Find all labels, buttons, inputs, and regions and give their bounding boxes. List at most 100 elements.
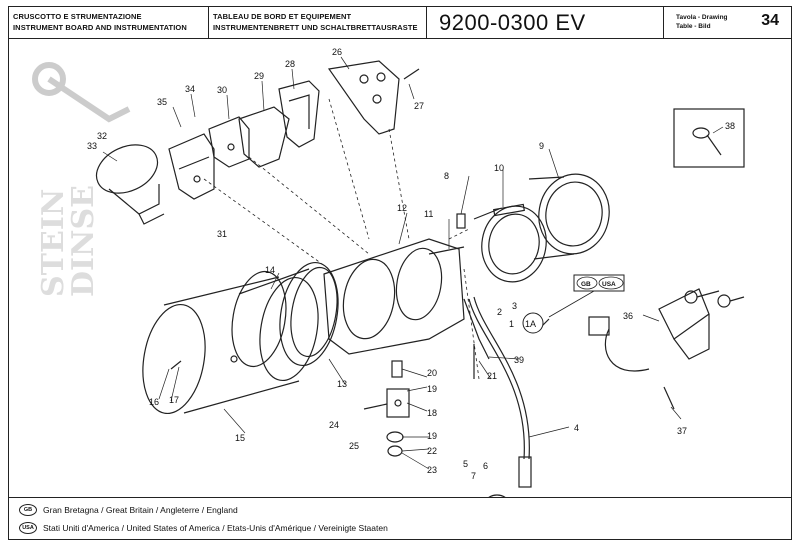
callout-3: 3	[512, 301, 517, 311]
inset-box-38	[673, 108, 745, 168]
callout-14: 14	[265, 265, 275, 275]
title-english: INSTRUMENT BOARD AND INSTRUMENTATION	[13, 23, 187, 32]
callout-1a-badge: 1A	[522, 312, 544, 334]
callout-21: 21	[487, 371, 497, 381]
drawing-number-cell: Tavola - Drawing Table - Bild 34	[664, 7, 793, 38]
callout-19-lower: 19	[427, 431, 437, 441]
part-12-dash-panel	[323, 238, 465, 355]
part-38-key	[692, 127, 722, 156]
callout-23: 23	[427, 465, 437, 475]
part-24-screw	[363, 403, 388, 410]
callout-25: 25	[349, 441, 359, 451]
part-3-gauge	[473, 205, 547, 283]
callout-38: 38	[725, 121, 735, 131]
legend-gb-text: Gran Bretagna / Great Britain / Angleter…	[43, 505, 238, 515]
part-13-ring	[279, 261, 339, 367]
title-block: CRUSCOTTO E STRUMENTAZIONE INSTRUMENT BO…	[9, 7, 791, 39]
callout-29: 29	[254, 71, 264, 81]
title-german: INSTRUMENTENBRETT UND SCHALTBRETTAUSRAST…	[213, 23, 418, 32]
callout-leader-lines	[102, 56, 724, 470]
callout-27: 27	[414, 101, 424, 111]
legend-usa: USA Stati Uniti d'America / United State…	[19, 522, 388, 534]
callout-5: 5	[463, 459, 468, 469]
callout-26: 26	[332, 47, 342, 57]
page-number: 34	[761, 12, 779, 29]
callout-35: 35	[157, 97, 167, 107]
part-22-washer	[386, 431, 404, 443]
assembly-guide-lines	[203, 98, 480, 380]
callout-16: 16	[149, 397, 159, 407]
exploded-view-drawing: 33 32 35 34 30 29 28 26 27 31 8 10 9 11 …	[32, 47, 745, 497]
legend-gb: GB Gran Bretagna / Great Britain / Angle…	[19, 504, 238, 516]
part-36-ignition-switch	[588, 288, 710, 372]
title-italian: CRUSCOTTO E STRUMENTAZIONE	[13, 12, 142, 21]
callout-15: 15	[235, 433, 245, 443]
gb-usa-badges: GB USA	[548, 274, 625, 318]
drawing-label-line1: Tavola - Drawing	[676, 14, 728, 21]
callout-33: 33	[87, 141, 97, 151]
callout-28: 28	[285, 59, 295, 69]
part-39-cable	[463, 298, 490, 360]
legend-usa-text: Stati Uniti d'America / United States of…	[43, 523, 388, 533]
callout-17: 17	[169, 395, 179, 405]
part-20-spacer	[391, 360, 403, 378]
part-code-cell: 9200-0300 EV	[427, 7, 664, 38]
callout-39: 39	[514, 355, 524, 365]
gb-oval-icon: GB	[19, 504, 37, 516]
callout-13: 13	[337, 379, 347, 389]
callout-7: 7	[471, 471, 476, 481]
usa-badge: USA	[602, 281, 616, 288]
part-29-cover	[238, 106, 290, 168]
usa-oval-icon: USA	[19, 522, 37, 534]
callout-32: 32	[97, 131, 107, 141]
part-31-bracket	[168, 133, 215, 200]
callout-6: 6	[483, 461, 488, 471]
ignition-keys-icon	[684, 290, 745, 308]
callout-37: 37	[677, 426, 687, 436]
callout-19-upper: 19	[427, 384, 437, 394]
part-18-clamp	[386, 388, 410, 418]
part-37-screw	[663, 386, 675, 410]
title-french: TABLEAU DE BORD ET EQUIPEMENT	[213, 12, 352, 21]
callout-labels: 33 32 35 34 30 29 28 26 27 31 8 10 9 11 …	[87, 47, 735, 481]
callout-10: 10	[494, 163, 504, 173]
callout-36: 36	[623, 311, 633, 321]
part-11-pin	[428, 246, 465, 255]
callout-12: 12	[397, 203, 407, 213]
part-32-bezel	[95, 144, 165, 225]
drawing-label: Tavola - Drawing Table - Bild	[676, 13, 728, 31]
callout-11: 11	[424, 209, 433, 219]
drawing-label-line2: Table - Bild	[676, 23, 711, 30]
part-9-speedometer	[528, 173, 610, 260]
part-28-gasket	[278, 80, 320, 148]
callout-34: 34	[185, 84, 195, 94]
callout-1a-label: 1A	[525, 319, 536, 329]
callout-31: 31	[217, 229, 227, 239]
title-cell-fr-de: TABLEAU DE BORD ET EQUIPEMENT INSTRUMENT…	[209, 7, 427, 38]
callout-18: 18	[427, 408, 437, 418]
callout-30: 30	[217, 85, 227, 95]
callout-1: 1	[509, 319, 514, 329]
part-26-top-bracket	[327, 60, 400, 135]
part-4-speedometer-cable	[468, 296, 532, 488]
gb-badge: GB	[581, 281, 591, 288]
part-14-cylinder	[231, 268, 310, 368]
legend-footer: GB Gran Bretagna / Great Britain / Angle…	[9, 497, 791, 541]
part-code: 9200-0300 EV	[439, 10, 586, 35]
parts-diagram-sheet: CRUSCOTTO E STRUMENTAZIONE INSTRUMENT BO…	[8, 6, 792, 540]
callout-2: 2	[497, 307, 502, 317]
callout-8: 8	[444, 171, 449, 181]
part-15-cylinder-housing	[142, 276, 319, 415]
part-16-screw	[170, 360, 182, 370]
callout-22: 22	[427, 446, 437, 456]
callout-4: 4	[574, 423, 579, 433]
part-27-screw	[403, 68, 420, 80]
callout-9: 9	[539, 141, 544, 151]
part-8-bulb-holder	[456, 213, 466, 229]
part-23-nut	[387, 445, 403, 457]
part-30-plate	[208, 116, 250, 168]
callout-20: 20	[427, 368, 437, 378]
part-6-7-cable-end	[488, 494, 506, 497]
callout-24: 24	[329, 420, 339, 430]
watermark-key-icon	[32, 62, 131, 123]
